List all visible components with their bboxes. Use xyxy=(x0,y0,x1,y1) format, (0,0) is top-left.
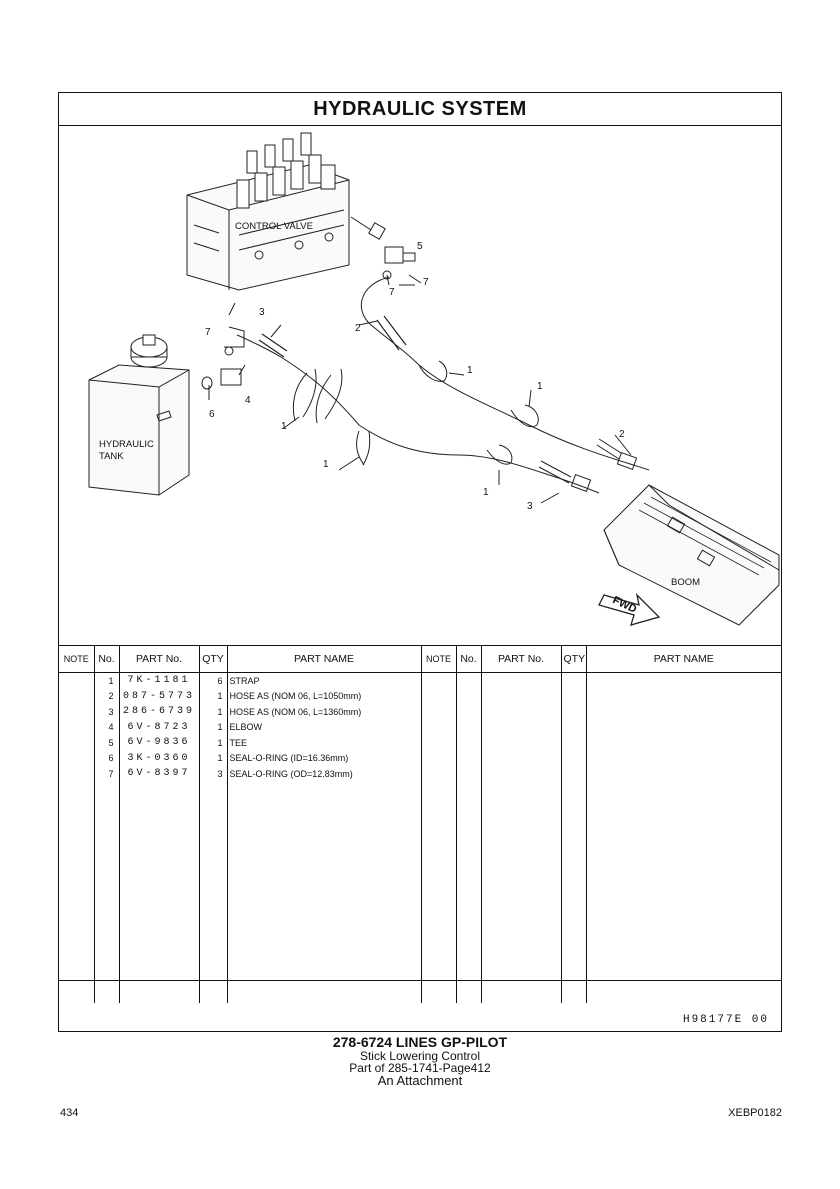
part-name: TEE xyxy=(226,735,421,751)
callout-1: 1 xyxy=(281,421,287,432)
note-column-header: NOTE xyxy=(420,645,456,673)
hydraulic-tank-label-line2: TANK xyxy=(99,451,124,462)
callout-5: 5 xyxy=(417,241,423,252)
control-valve-illustration xyxy=(186,132,350,291)
callout-1: 1 xyxy=(483,487,489,498)
part-name: STRAP xyxy=(226,672,421,689)
part-number: 286-6739 xyxy=(118,704,199,720)
quantity: 1 xyxy=(198,735,227,751)
callout-1: 1 xyxy=(467,365,473,376)
quantity: 3 xyxy=(198,766,227,782)
item-number: 1 xyxy=(93,672,119,689)
note-column-header: NOTE xyxy=(59,645,94,673)
part-number: 3K-0360 xyxy=(118,750,199,766)
part-number: 6V-9836 xyxy=(118,735,199,751)
quantity: 1 xyxy=(198,704,227,720)
table-row: 7 6V-8397 3 SEAL-O-RING (OD=12.83mm) xyxy=(59,766,781,782)
quantity: 1 xyxy=(198,688,227,704)
group-attachment-note: An Attachment xyxy=(377,1073,463,1088)
quantity: 1 xyxy=(198,750,227,766)
part-name: ELBOW xyxy=(226,719,421,735)
part-name: SEAL-O-RING (OD=12.83mm) xyxy=(226,766,421,782)
page-number: 434 xyxy=(60,1107,79,1119)
table-header-row: NOTE No. PART No. QTY PART NAME NOTE No.… xyxy=(59,645,781,673)
no-column-header: No. xyxy=(93,645,119,673)
exploded-parts-drawing: CONTROL VALVE HYDRAULIC TANK BOOM FWD 5 … xyxy=(59,125,781,637)
table-row: 2 087-5773 1 HOSE AS (NOM 06, L=1050mm) xyxy=(59,688,781,704)
item-number: 4 xyxy=(93,719,119,735)
callout-3: 3 xyxy=(527,501,533,512)
catalog-frame: HYDRAULIC SYSTEM xyxy=(58,92,782,1032)
quantity: 1 xyxy=(198,719,227,735)
forward-arrow-icon xyxy=(598,593,661,626)
control-valve-label: CONTROL VALVE xyxy=(235,221,313,232)
part-number: 6V-8723 xyxy=(118,719,199,735)
drawing-reference-area: H98177E 00 xyxy=(59,980,781,1034)
callout-7: 7 xyxy=(423,277,429,288)
hydraulic-tank-label-line1: HYDRAULIC xyxy=(99,439,154,450)
part-no-column-header: PART No. xyxy=(480,645,561,673)
table-row: 3 286-6739 1 HOSE AS (NOM 06, L=1360mm) xyxy=(59,704,781,720)
document-id: XEBP0182 xyxy=(728,1107,782,1119)
item-number: 7 xyxy=(93,766,119,782)
parts-list-table: NOTE No. PART No. QTY PART NAME NOTE No.… xyxy=(59,645,781,1003)
table-row: 6 3K-0360 1 SEAL-O-RING (ID=16.36mm) xyxy=(59,750,781,766)
drawing-reference-number: H98177E 00 xyxy=(682,1014,769,1026)
item-number: 2 xyxy=(93,688,119,704)
group-title: 278-6724 LINES GP-PILOT xyxy=(332,1034,508,1050)
callout-4: 4 xyxy=(245,395,251,406)
boom-label: BOOM xyxy=(671,577,701,588)
group-subtitle: Stick Lowering Control xyxy=(359,1049,481,1063)
item-number: 6 xyxy=(93,750,119,766)
part-name: SEAL-O-RING (ID=16.36mm) xyxy=(226,750,421,766)
table-row: 1 7K-1181 6 STRAP xyxy=(59,672,781,689)
part-group-caption: 278-6724 LINES GP-PILOT Stick Lowering C… xyxy=(0,1034,840,1088)
callout-3: 3 xyxy=(259,307,265,318)
callout-1: 1 xyxy=(323,459,329,470)
table-row: 4 6V-8723 1 ELBOW xyxy=(59,719,781,735)
part-no-column-header: PART No. xyxy=(118,645,199,673)
part-name: HOSE AS (NOM 06, L=1050mm) xyxy=(226,688,421,704)
part-name: HOSE AS (NOM 06, L=1360mm) xyxy=(226,704,421,720)
group-parent-reference: Part of 285-1741-Page412 xyxy=(349,1061,491,1075)
part-number: 087-5773 xyxy=(118,688,199,704)
no-column-header: No. xyxy=(455,645,481,673)
callout-6: 6 xyxy=(209,409,215,420)
hydraulic-lines-illustration xyxy=(88,132,780,626)
item-number: 5 xyxy=(93,735,119,751)
callout-1: 1 xyxy=(537,381,543,392)
table-row: 5 6V-9836 1 TEE xyxy=(59,735,781,751)
callout-2: 2 xyxy=(355,323,361,334)
hydraulic-tank-illustration xyxy=(88,334,190,496)
part-number: 7K-1181 xyxy=(118,672,199,689)
part-number: 6V-8397 xyxy=(118,766,199,782)
callout-7: 7 xyxy=(389,287,395,298)
boom-illustration xyxy=(603,484,780,626)
page-title: HYDRAULIC SYSTEM xyxy=(59,93,781,126)
qty-column-header: QTY xyxy=(560,645,586,673)
quantity: 6 xyxy=(198,672,227,689)
callout-2: 2 xyxy=(619,429,625,440)
table-empty-space xyxy=(59,781,781,1003)
callout-7: 7 xyxy=(205,327,211,338)
part-name-column-header: PART NAME xyxy=(585,645,781,673)
item-number: 3 xyxy=(93,704,119,720)
qty-column-header: QTY xyxy=(198,645,227,673)
part-name-column-header: PART NAME xyxy=(226,645,421,673)
